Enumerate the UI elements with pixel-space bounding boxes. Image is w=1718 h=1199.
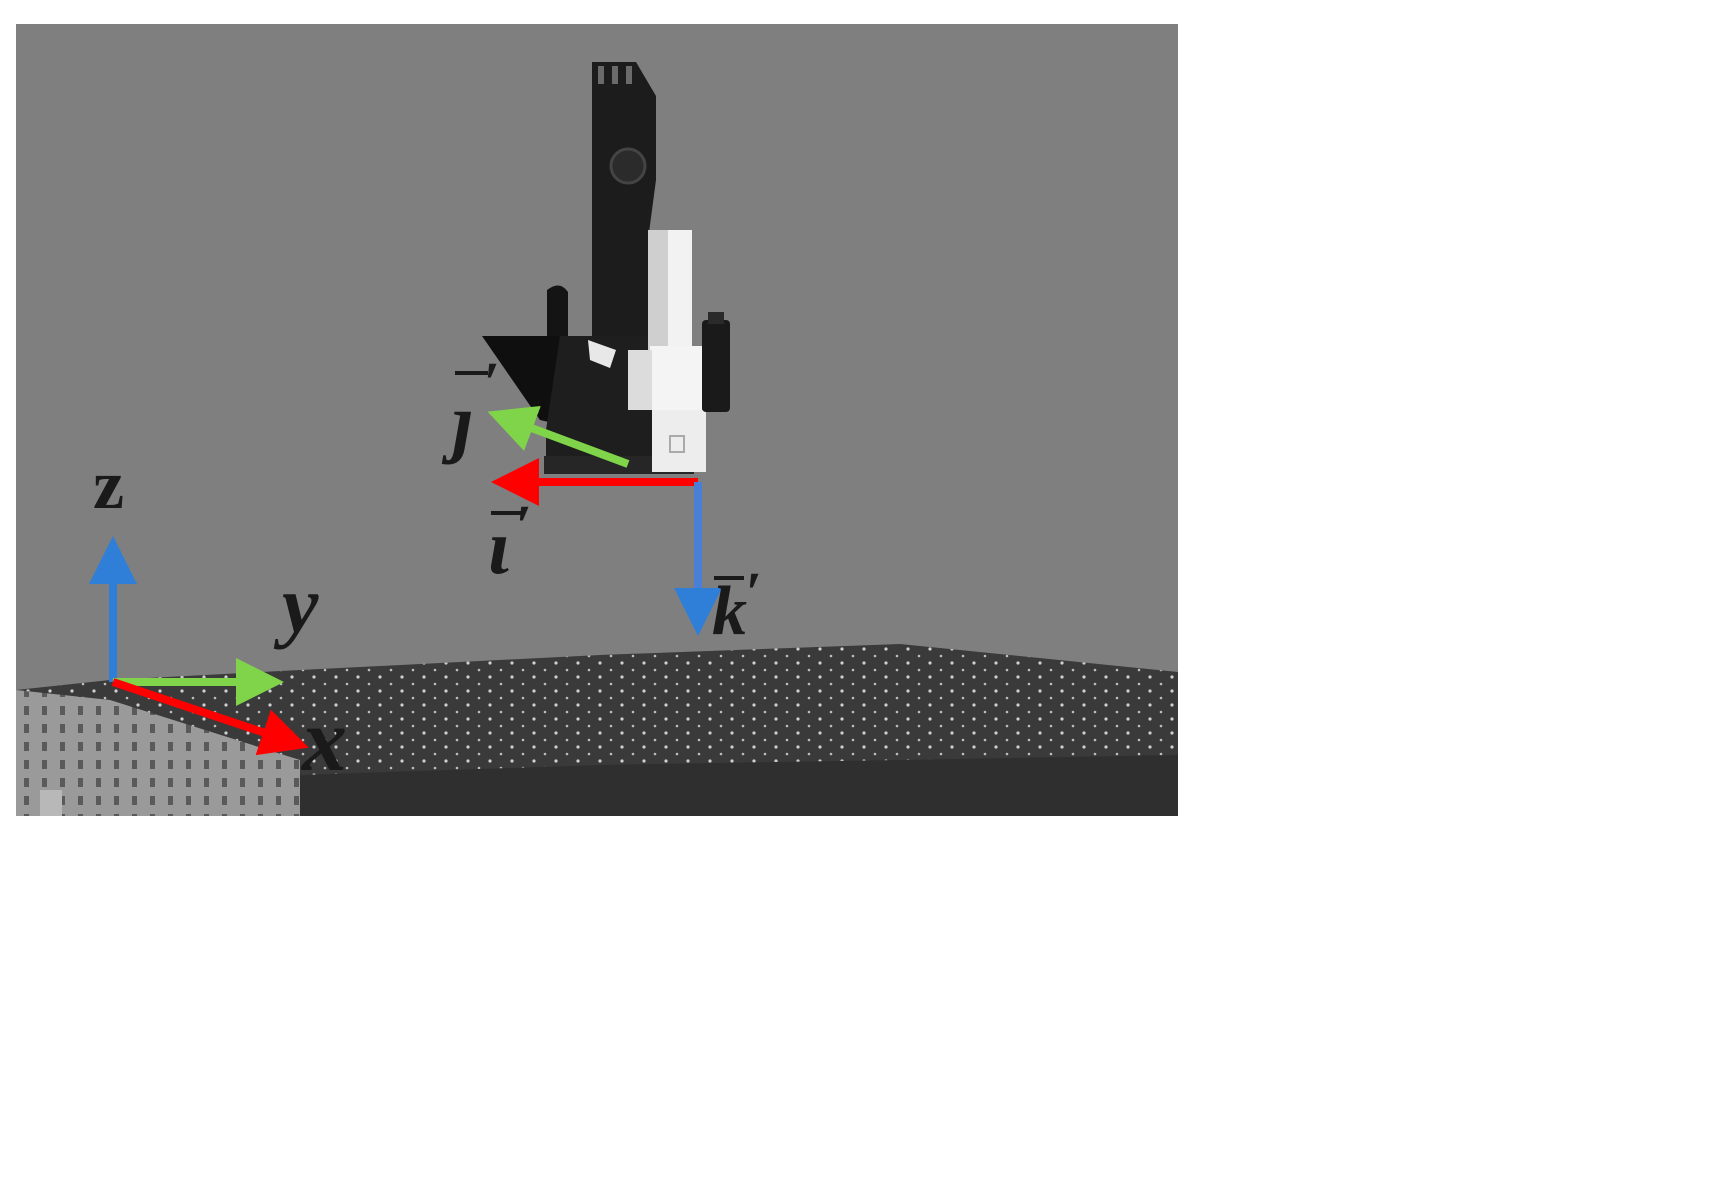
tool-i-prime: ′	[516, 493, 532, 558]
arm-joint	[609, 147, 647, 185]
world-z-label: z	[93, 447, 124, 524]
tool-i-label-group: ι ′	[488, 493, 532, 590]
arm-upper-link	[592, 62, 656, 350]
world-x-label: x	[300, 691, 347, 790]
arm-slot	[626, 66, 632, 84]
wrist-highlight	[588, 340, 616, 368]
tool-shaft-shadow	[648, 230, 668, 350]
arm-slot	[598, 66, 604, 84]
table-side-panel	[16, 690, 300, 816]
tool-tip	[652, 410, 706, 472]
camera-lens	[708, 312, 724, 324]
end-effector-tool	[628, 230, 730, 472]
tool-k-label: k	[712, 573, 747, 650]
tool-j-prime: ′	[484, 350, 500, 415]
tool-body-side	[628, 350, 652, 410]
table-front-edge	[300, 755, 1178, 816]
tool-tip-marks	[669, 435, 685, 453]
tool-k-label-group: k ′	[712, 560, 762, 650]
camera-housing	[702, 320, 730, 412]
world-x-axis	[111, 678, 309, 756]
table-leg	[40, 790, 62, 816]
tool-k-prime: ′	[746, 560, 762, 625]
arm-slot	[612, 66, 618, 84]
robot-coordinate-frame-figure: z y x ȷ ′ ι ′ k ′	[0, 0, 1194, 833]
tool-body	[650, 346, 702, 410]
tool-j-axis	[487, 405, 630, 468]
tool-i-label: ι	[488, 503, 510, 590]
tool-shaft	[668, 230, 692, 350]
